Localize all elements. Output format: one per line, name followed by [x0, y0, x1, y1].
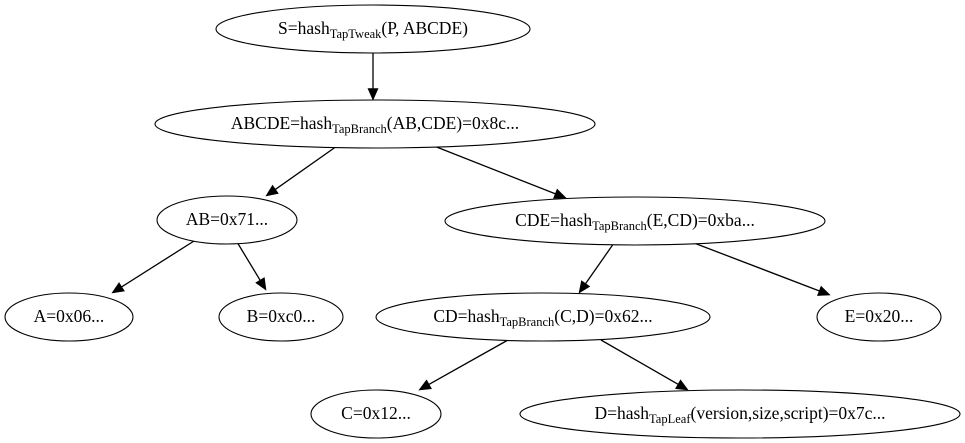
node-ab[interactable]: AB=0x71... — [156, 195, 298, 245]
node-label: CDE=hashTapBranch(E,CD)=0xba... — [515, 210, 755, 233]
node-a[interactable]: A=0x06... — [4, 292, 134, 342]
node-label: A=0x06... — [34, 306, 105, 326]
edge-ab-to-a — [111, 240, 195, 294]
arrowhead-icon — [553, 188, 567, 199]
node-label-prefix: B=0xc0... — [247, 306, 316, 326]
node-label: B=0xc0... — [247, 306, 316, 326]
node-label-suffix: (version,size,script)=0x7c... — [691, 403, 886, 423]
node-cd[interactable]: CD=hashTapBranch(C,D)=0x62... — [375, 292, 711, 342]
node-ellipse[interactable] — [218, 292, 344, 342]
node-c[interactable]: C=0x12... — [310, 389, 442, 439]
node-label-suffix: (C,D)=0x62... — [554, 306, 652, 326]
edge-cde-to-cd — [578, 242, 615, 294]
node-label-prefix: CDE=hash — [515, 210, 592, 230]
edge-abcde-to-cde — [433, 145, 567, 199]
edge-ab-to-b — [236, 241, 267, 291]
edge-abcde-to-ab — [265, 145, 338, 197]
arrowhead-icon — [265, 184, 279, 197]
node-e[interactable]: E=0x20... — [816, 292, 942, 342]
node-label-suffix: (P, ABCDE) — [381, 18, 468, 38]
arrowhead-icon — [817, 285, 831, 296]
arrowhead-icon — [675, 379, 689, 391]
node-label: ABCDE=hashTapBranch(AB,CDE)=0x8c... — [231, 113, 519, 136]
node-ellipse[interactable] — [444, 196, 826, 246]
node-label-subscript: TapBranch — [500, 315, 555, 329]
node-cde[interactable]: CDE=hashTapBranch(E,CD)=0xba... — [444, 196, 826, 246]
edge-cde-to-e — [693, 242, 831, 296]
edge-cd-to-c — [418, 339, 509, 391]
edge-s-to-abcde — [367, 53, 379, 101]
node-label-prefix: D=hash — [594, 403, 649, 423]
node-ellipse[interactable] — [156, 195, 298, 245]
node-label-subscript: TapLeaf — [649, 412, 691, 426]
node-label-subscript: TapBranch — [332, 122, 387, 136]
edge-cd-to-d — [600, 339, 689, 391]
node-label-prefix: ABCDE=hash — [231, 113, 333, 133]
node-label: S=hashTapTweak(P, ABCDE) — [278, 18, 468, 41]
node-b[interactable]: B=0xc0... — [218, 292, 344, 342]
node-label: E=0x20... — [845, 306, 914, 326]
node-ellipse[interactable] — [375, 292, 711, 342]
node-s[interactable]: S=hashTapTweak(P, ABCDE) — [215, 4, 531, 54]
node-ellipse[interactable] — [215, 4, 531, 54]
node-label: AB=0x71... — [186, 209, 268, 229]
node-ellipse[interactable] — [4, 292, 134, 342]
nodes-layer: S=hashTapTweak(P, ABCDE)ABCDE=hashTapBra… — [4, 4, 961, 439]
node-label-suffix: (AB,CDE)=0x8c... — [387, 113, 519, 133]
node-label-prefix: E=0x20... — [845, 306, 914, 326]
node-ellipse[interactable] — [310, 389, 442, 439]
node-label-prefix: AB=0x71... — [186, 209, 268, 229]
node-label-prefix: C=0x12... — [341, 403, 411, 423]
node-label-subscript: TapTweak — [330, 27, 382, 41]
edges-layer — [111, 53, 831, 391]
node-label: D=hashTapLeaf(version,size,script)=0x7c.… — [594, 403, 885, 426]
arrowhead-icon — [578, 280, 591, 294]
arrowhead-icon — [418, 379, 432, 391]
node-label-suffix: (E,CD)=0xba... — [647, 210, 755, 230]
node-ellipse[interactable] — [816, 292, 942, 342]
node-ellipse[interactable] — [519, 389, 961, 439]
arrowhead-icon — [367, 88, 379, 101]
arrowhead-icon — [111, 282, 125, 294]
node-label-prefix: CD=hash — [433, 306, 500, 326]
node-label-prefix: A=0x06... — [34, 306, 105, 326]
node-label-prefix: S=hash — [278, 18, 330, 38]
node-label: C=0x12... — [341, 403, 411, 423]
node-abcde[interactable]: ABCDE=hashTapBranch(AB,CDE)=0x8c... — [154, 99, 596, 149]
node-d[interactable]: D=hashTapLeaf(version,size,script)=0x7c.… — [519, 389, 961, 439]
node-label: CD=hashTapBranch(C,D)=0x62... — [433, 306, 652, 329]
arrowhead-icon — [255, 277, 267, 291]
node-label-subscript: TapBranch — [592, 219, 647, 233]
node-ellipse[interactable] — [154, 99, 596, 149]
